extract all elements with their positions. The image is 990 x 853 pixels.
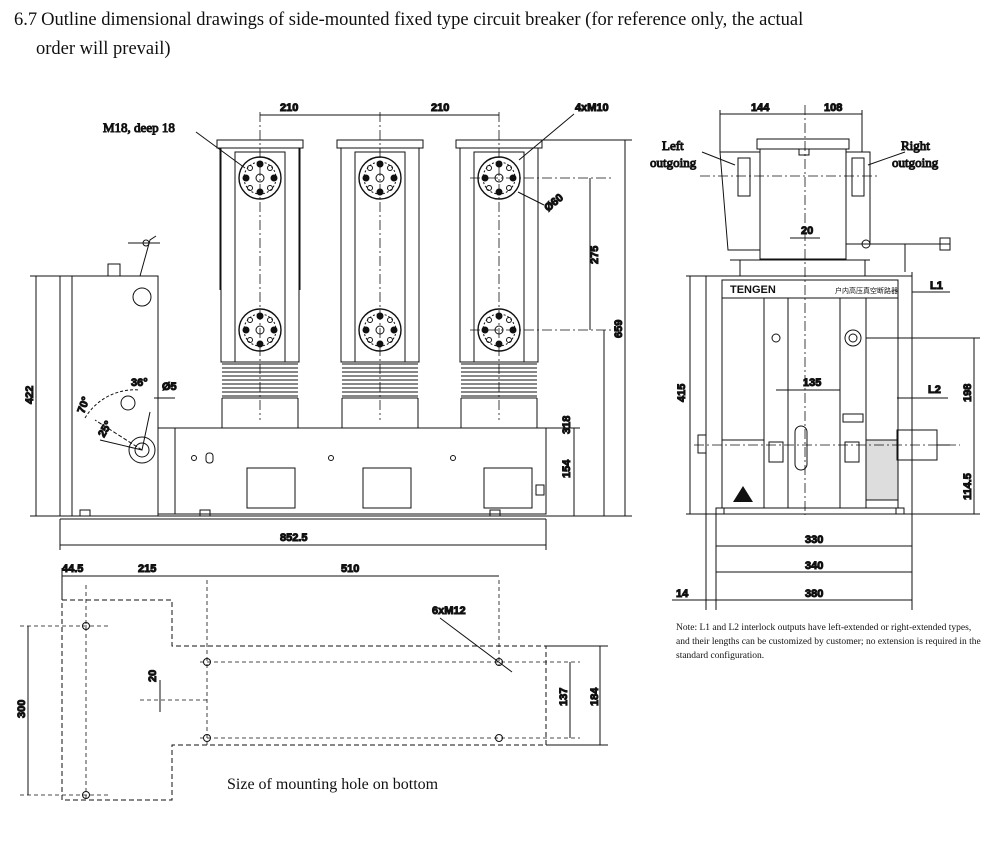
dim-l1: L1: [930, 280, 943, 292]
dim-total-width: 852.5: [280, 532, 308, 544]
dim-width-340: 340: [805, 560, 823, 572]
breaker-body: [705, 275, 913, 515]
dim-445: 44.5: [62, 563, 83, 575]
front-view: 210 210 4xM10 Ø60 275 659 422 318 154 85…: [24, 102, 632, 550]
dim-pin-dia: Ø5: [162, 381, 177, 393]
mounting-outline: [61, 599, 547, 801]
dim-510: 510: [341, 563, 359, 575]
panel-text: 户内高压真空断路器: [835, 286, 898, 295]
bottom-view-caption: Size of mounting hole on bottom: [227, 776, 439, 793]
base-frame: [157, 427, 547, 515]
indicator-icon: [132, 287, 152, 307]
mount-hole: [495, 658, 503, 666]
dim-height-415: 415: [676, 384, 688, 402]
warning-icon: [733, 486, 753, 502]
dim-pitch-a: 210: [280, 102, 298, 114]
right-outgoing-label-2: outgoing: [892, 155, 939, 170]
bottom-view: 44.5 215 510 6xM12 20 137 184 300: [16, 563, 608, 802]
dim-base-height: 154: [561, 459, 573, 478]
right-outgoing-label-1: Right: [901, 138, 930, 153]
dim-right-out: 108: [824, 102, 842, 114]
dim-20: 20: [147, 670, 159, 682]
section-number: 6.7: [14, 10, 38, 30]
operating-shaft-icon: [128, 436, 156, 464]
dim-184: 184: [589, 687, 601, 706]
switch-icon: [771, 333, 781, 343]
dim-contact-spacing: 275: [589, 246, 601, 264]
interlock-note: Note: L1 and L2 interlock outputs have l…: [676, 623, 981, 661]
side-view: TENGEN 户内高压真空断路器 144 108: [650, 102, 980, 610]
dim-angle-b: 70°: [76, 395, 93, 415]
thread-label: M18, deep 18: [103, 120, 175, 135]
dim-holes: 6xM12: [432, 605, 466, 617]
dim-137: 137: [558, 688, 570, 706]
dim-contact-dia: Ø60: [542, 192, 566, 215]
dim-bolt-holes: 4xM10: [575, 102, 609, 114]
dim-215: 215: [138, 563, 156, 575]
left-outgoing-label-2: outgoing: [650, 155, 697, 170]
dim-depth-20: 20: [801, 225, 813, 237]
dim-pole-base: 318: [561, 416, 573, 434]
dim-offset-14: 14: [676, 588, 689, 600]
mount-hole: [82, 791, 90, 799]
dim-300: 300: [16, 700, 28, 718]
pole-3: [455, 139, 543, 428]
dim-inner-135: 135: [803, 377, 821, 389]
dim-angle-a: 36°: [131, 377, 148, 389]
mount-hole: [495, 734, 503, 742]
dim-width-380: 380: [805, 588, 823, 600]
dim-l2: L2: [928, 384, 941, 396]
left-outgoing-label-1: Left: [662, 138, 684, 153]
dim-width-330: 330: [805, 534, 823, 546]
heading-line-2: order will prevail): [36, 39, 171, 59]
heading-line-1: Outline dimensional drawings of side-mou…: [41, 10, 804, 30]
dim-pitch-b: 210: [431, 102, 449, 114]
dim-left-out: 144: [751, 102, 770, 114]
dim-height-1145: 114.5: [962, 473, 974, 500]
brand-logo: TENGEN: [730, 284, 776, 296]
mount-hole: [203, 734, 211, 742]
dim-height-198: 198: [962, 384, 974, 402]
mount-hole: [203, 658, 211, 666]
dim-total-height: 659: [613, 320, 625, 338]
mount-hole: [82, 622, 90, 630]
dim-body-height: 422: [24, 386, 36, 404]
